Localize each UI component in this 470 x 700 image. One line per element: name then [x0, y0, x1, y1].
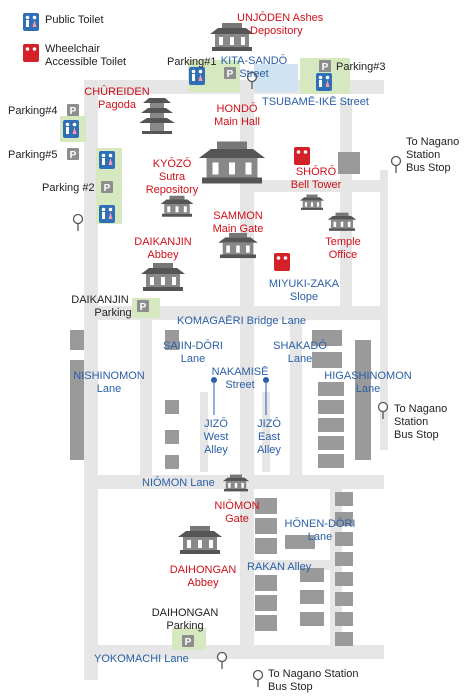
kyozo-label-2: Sutra — [158, 171, 186, 183]
sammon-label-2: Main Gate — [212, 223, 264, 235]
legend-wheelchair-label-2: Accessible Toilet — [45, 56, 127, 68]
chureiden-label-2: Pagoda — [98, 99, 136, 111]
temple-office-label-1: Temple — [325, 236, 361, 248]
daikanjin-label-1: DAIKANJIN — [134, 236, 192, 248]
saiin-label-1: SAIIN-DŌRI — [163, 340, 223, 352]
bus-stop-east-label-1: To Nagano — [406, 136, 460, 148]
street-markers — [211, 377, 269, 415]
unjoden-label-1: UNJŌDEN Ashes — [237, 12, 324, 24]
legend-wheelchair-label-1: Wheelchair — [45, 43, 101, 55]
nishinomon-label-1: NISHINOMON — [73, 370, 145, 382]
parking-3-label: Parking#3 — [336, 61, 386, 73]
legend-toilet-label: Public Toilet — [45, 14, 104, 26]
wheelchair-toilet-icons — [23, 44, 310, 271]
niomon-label-2: Gate — [225, 513, 249, 525]
shakado-label-2: Lane — [287, 353, 313, 365]
rakan-label: RAKAN Alley — [247, 561, 312, 573]
miyuki-label-2: Slope — [289, 291, 319, 303]
daikanjin-parking-label-1: DAIKANJIN — [71, 294, 129, 306]
pond — [254, 64, 298, 92]
temple-buildings — [139, 23, 357, 554]
daihongan-label-1: DAIHONGAN — [169, 564, 237, 576]
nakamise-label-1: NAKAMISĒ — [211, 366, 269, 378]
hondo-label-2: Main Hall — [214, 116, 260, 128]
parking-1-label: Parking#1 — [167, 56, 217, 68]
daikanjin-parking-label-2: Parking — [94, 307, 132, 319]
saiin-label-2: Lane — [180, 353, 206, 365]
nishinomon-label-2: Lane — [96, 383, 122, 395]
komagaeri-label: KOMAGAĒRI Bridge Lane — [177, 315, 307, 327]
niomon-lane-label: NIŌMON Lane — [142, 477, 215, 489]
honen-label-2: Lane — [307, 531, 333, 543]
bus-stop-south-label-1: To Nagano Station — [268, 668, 359, 680]
bus-stop-mid-label-1: To Nagano — [394, 403, 448, 415]
higashinomon-label-2: Lane — [355, 383, 381, 395]
jizo-east-label-3: Alley — [257, 444, 281, 456]
hondo-label-1: HONDŌ — [216, 103, 258, 115]
kyozo-label-1: KYŌZŌ — [152, 158, 192, 170]
yokomachi-label: YOKOMACHI Lane — [94, 653, 189, 665]
parking-5-label: Parking#5 — [8, 149, 58, 161]
chureiden-label-1: CHŪREIDEN — [84, 86, 150, 98]
kita-sando-label-2: Street — [239, 68, 269, 80]
kyozo-label-3: Repository — [145, 184, 199, 196]
nakamise-label-2: Street — [225, 379, 255, 391]
jizo-east-label-1: JIZŌ — [257, 418, 281, 430]
daihongan-parking-label-1: DAIHONGAN — [151, 607, 219, 619]
parking-4-label: Parking#4 — [8, 105, 58, 117]
bus-stop-east-label-2: Station — [406, 149, 441, 161]
jizo-west-label-1: JIZŌ — [204, 418, 228, 430]
shoro-label-2: Bell Tower — [290, 179, 342, 191]
city-blocks — [70, 152, 371, 646]
niomon-label-1: NIŌMON — [214, 500, 260, 512]
bus-stop-south-label-2: Bus Stop — [268, 681, 313, 693]
kita-sando-label-1: KITA-SANDŌ — [220, 55, 288, 67]
bus-stop-mid-label-2: Station — [394, 416, 429, 428]
higashinomon-label-1: HIGASHINOMON — [324, 370, 412, 382]
jizo-west-label-2: West — [203, 431, 229, 443]
tsubame-label: TSUBAMĒ-IKĒ Street — [262, 96, 369, 108]
unjoden-label-2: Depository — [250, 25, 303, 37]
daihongan-label-2: Abbey — [187, 577, 219, 589]
bus-stop-east-label-3: Bus Stop — [406, 162, 451, 174]
bus-stop-mid-label-3: Bus Stop — [394, 429, 439, 441]
shoro-label-1: SHŌRŌ — [295, 166, 337, 178]
temple-office-label-2: Office — [328, 249, 358, 261]
daikanjin-label-2: Abbey — [147, 249, 179, 261]
parking-2-label: Parking #2 — [42, 182, 95, 194]
daihongan-parking-label-2: Parking — [166, 620, 204, 632]
honen-label-1: HŌNEN-DŌRI — [284, 518, 356, 530]
miyuki-label-1: MIYUKI-ZAKA — [268, 278, 340, 290]
jizo-west-label-3: Alley — [204, 444, 228, 456]
jizo-east-label-2: East — [257, 431, 281, 443]
sammon-label-1: SAMMON — [213, 210, 263, 222]
shakado-label-1: SHAKADŌ — [273, 340, 327, 352]
